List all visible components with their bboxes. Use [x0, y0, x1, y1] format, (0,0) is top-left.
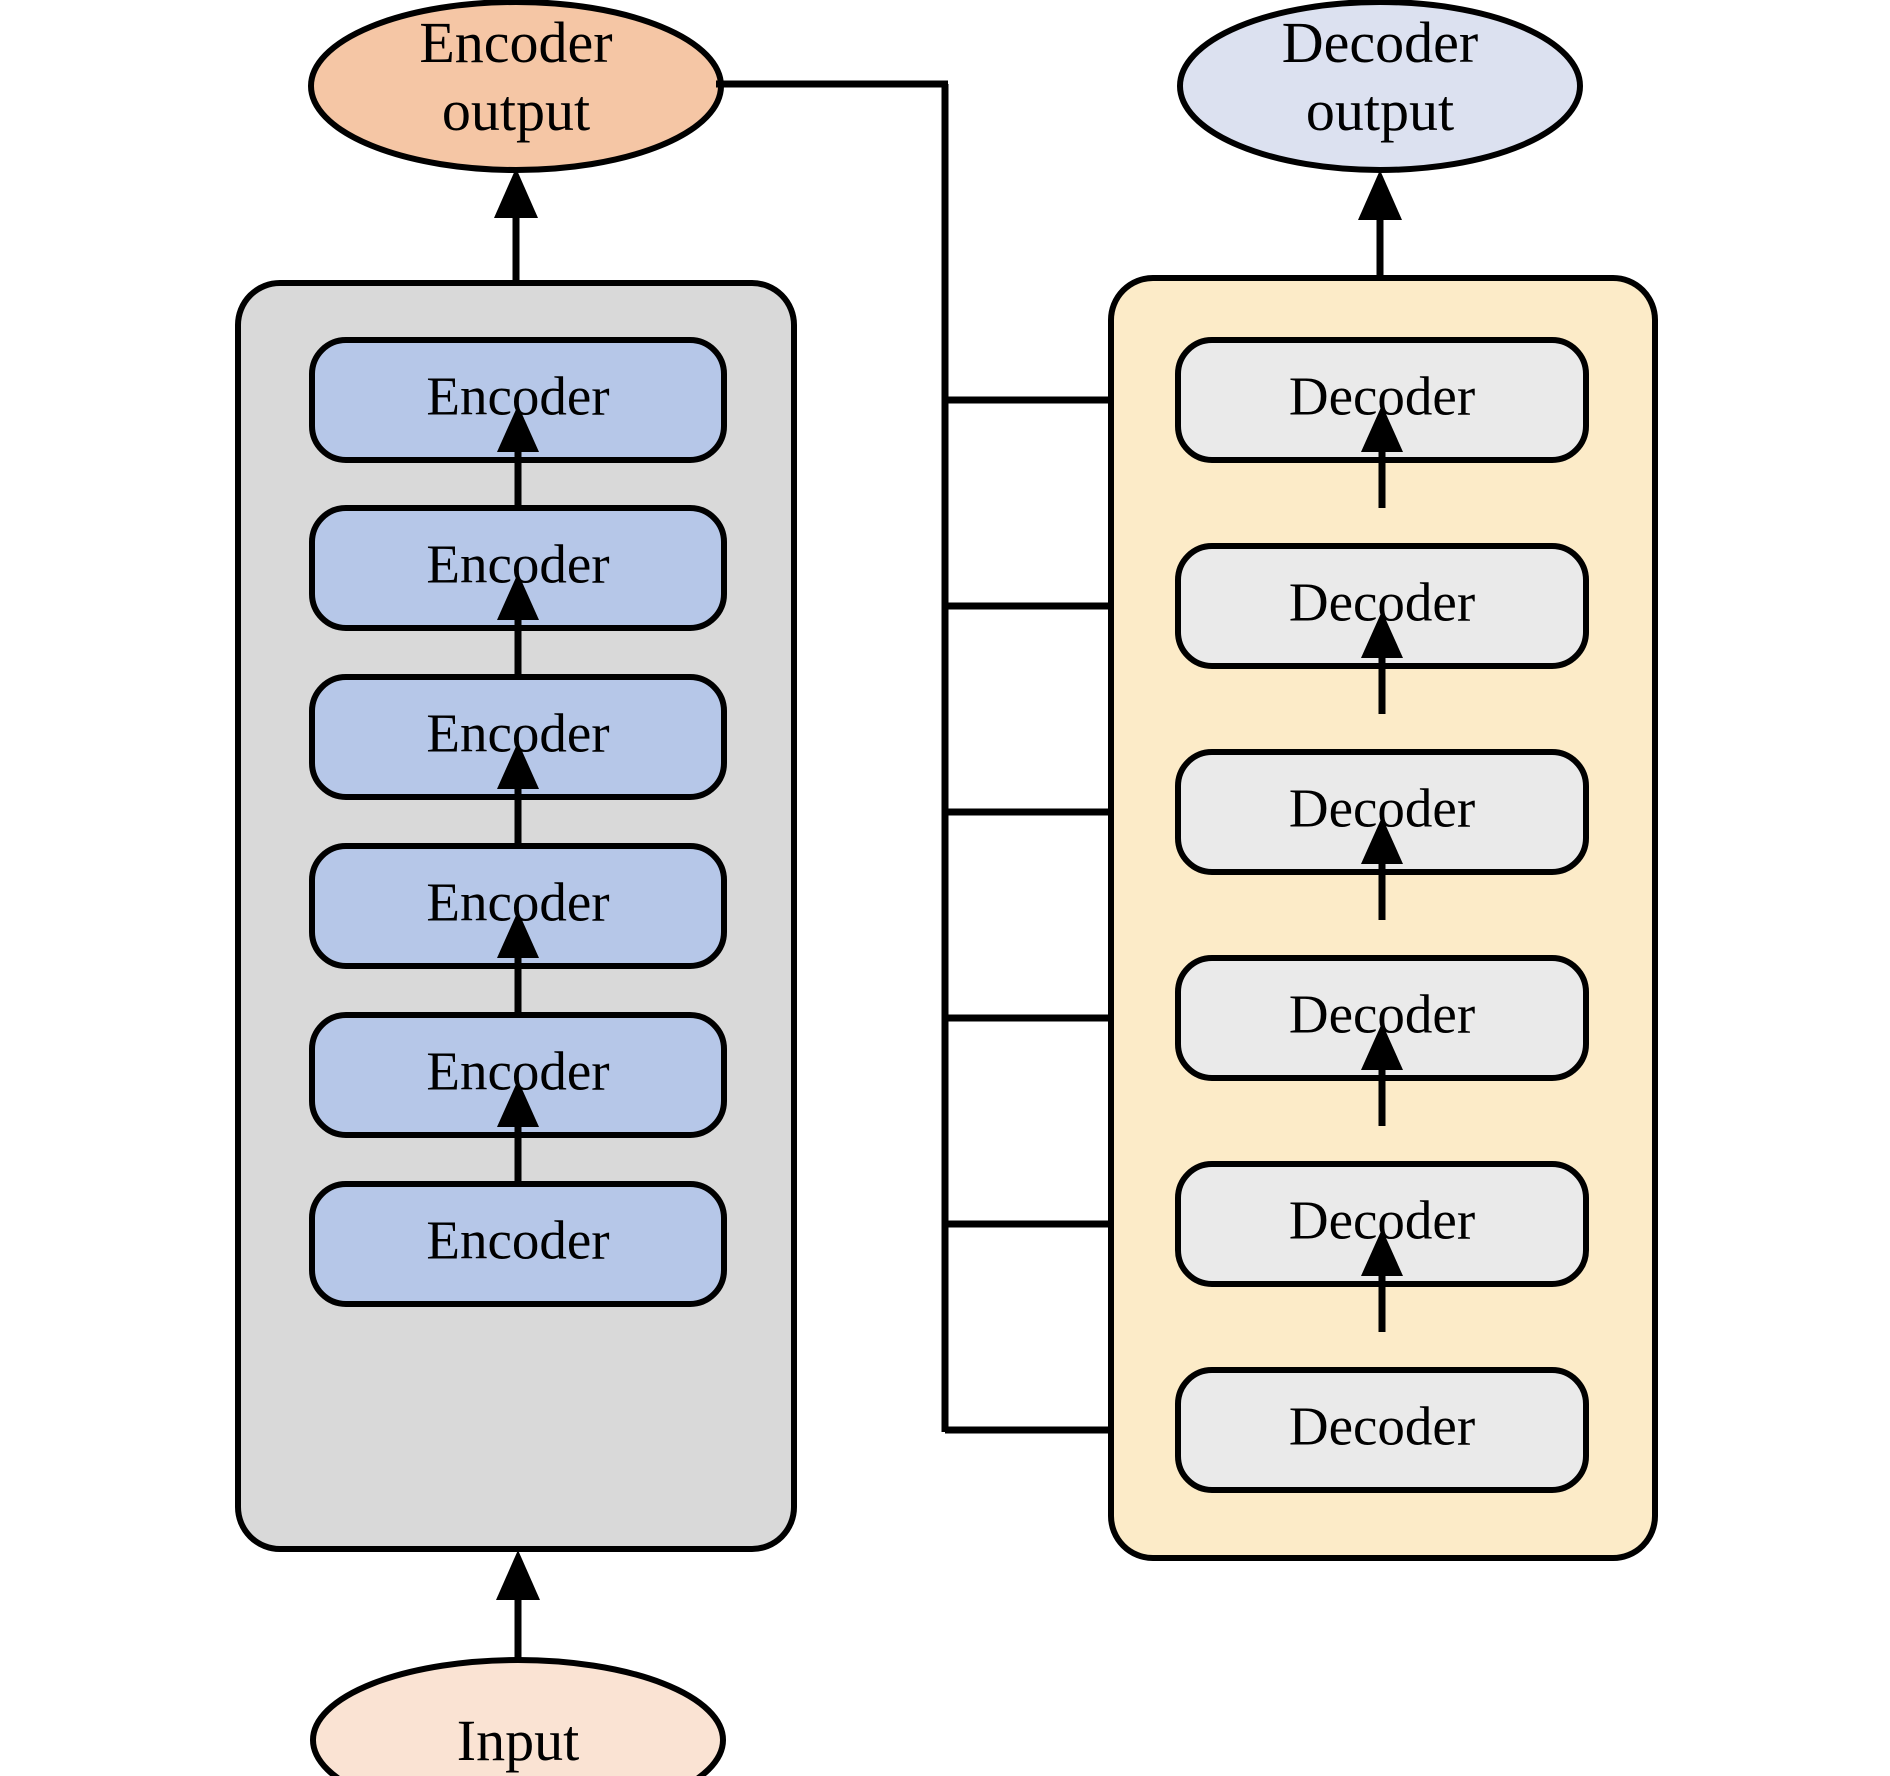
- edge-encoder-3-to-2: [497, 573, 539, 677]
- arrow-head-up-icon: [1361, 611, 1403, 658]
- arrow-head-up-icon: [1358, 170, 1402, 220]
- arrow-head-up-icon: [1361, 405, 1403, 452]
- decoder-output-label-line1: Decoder: [1282, 10, 1478, 75]
- decoder-block-4[interactable]: Decoder: [1175, 955, 1589, 1081]
- decoder-block-6[interactable]: Decoder: [1175, 1367, 1589, 1493]
- encoder-block-6-label: Encoder: [426, 1210, 609, 1271]
- edge-decoder-3-to-2: [1361, 611, 1403, 714]
- decoder-block-6-label: Decoder: [1289, 1396, 1475, 1457]
- edge-encoder-6-to-5: [497, 1080, 539, 1184]
- arrow-head-up-icon: [1361, 817, 1403, 864]
- arrow-head-up-icon: [497, 1080, 539, 1127]
- encoder-output-label-line2: output: [442, 78, 590, 143]
- arrow-head-up-icon: [497, 742, 539, 789]
- edge-encoder-2-to-1: [497, 405, 539, 508]
- decoder-block-3[interactable]: Decoder: [1175, 749, 1589, 875]
- encoder-block-6[interactable]: Encoder: [309, 1181, 727, 1307]
- encoder-block-2[interactable]: Encoder: [309, 505, 727, 631]
- decoder-block-5[interactable]: Decoder: [1175, 1161, 1589, 1287]
- input-ellipse[interactable]: [310, 1657, 726, 1776]
- decoder-block-1[interactable]: Decoder: [1175, 337, 1589, 463]
- input-label: Input: [457, 1708, 579, 1773]
- input-node[interactable]: Input: [310, 1657, 726, 1776]
- edge-encoder-5-to-4: [497, 911, 539, 1015]
- decoder-output-label-line2: output: [1306, 78, 1454, 143]
- arrow-head-up-icon: [497, 911, 539, 958]
- arrow-head-up-icon: [496, 1550, 540, 1600]
- edge-decoder-5-to-4: [1361, 1023, 1403, 1126]
- encoder-block-4[interactable]: Encoder: [309, 843, 727, 969]
- arrow-head-up-icon: [1361, 1023, 1403, 1070]
- edge-input-to-encoder-stack: [496, 1550, 540, 1672]
- arrow-head-up-icon: [497, 573, 539, 620]
- arrow-head-up-icon: [1361, 1229, 1403, 1276]
- arrow-head-up-icon: [497, 405, 539, 452]
- edge-decoder-2-to-1: [1361, 405, 1403, 508]
- encoder-block-6-box[interactable]: [309, 1181, 727, 1307]
- decoder-block-6-box[interactable]: [1175, 1367, 1589, 1493]
- edge-encoder-4-to-3: [497, 742, 539, 846]
- edge-decoder-6-to-5: [1361, 1229, 1403, 1332]
- encoder-output-label-line1: Encoder: [419, 10, 612, 75]
- arrow-head-up-icon: [494, 168, 538, 218]
- encoder-output-node[interactable]: Encoder output: [308, 0, 724, 173]
- decoder-output-node[interactable]: Decoder output: [1177, 0, 1583, 173]
- edge-decoder-4-to-3: [1361, 817, 1403, 920]
